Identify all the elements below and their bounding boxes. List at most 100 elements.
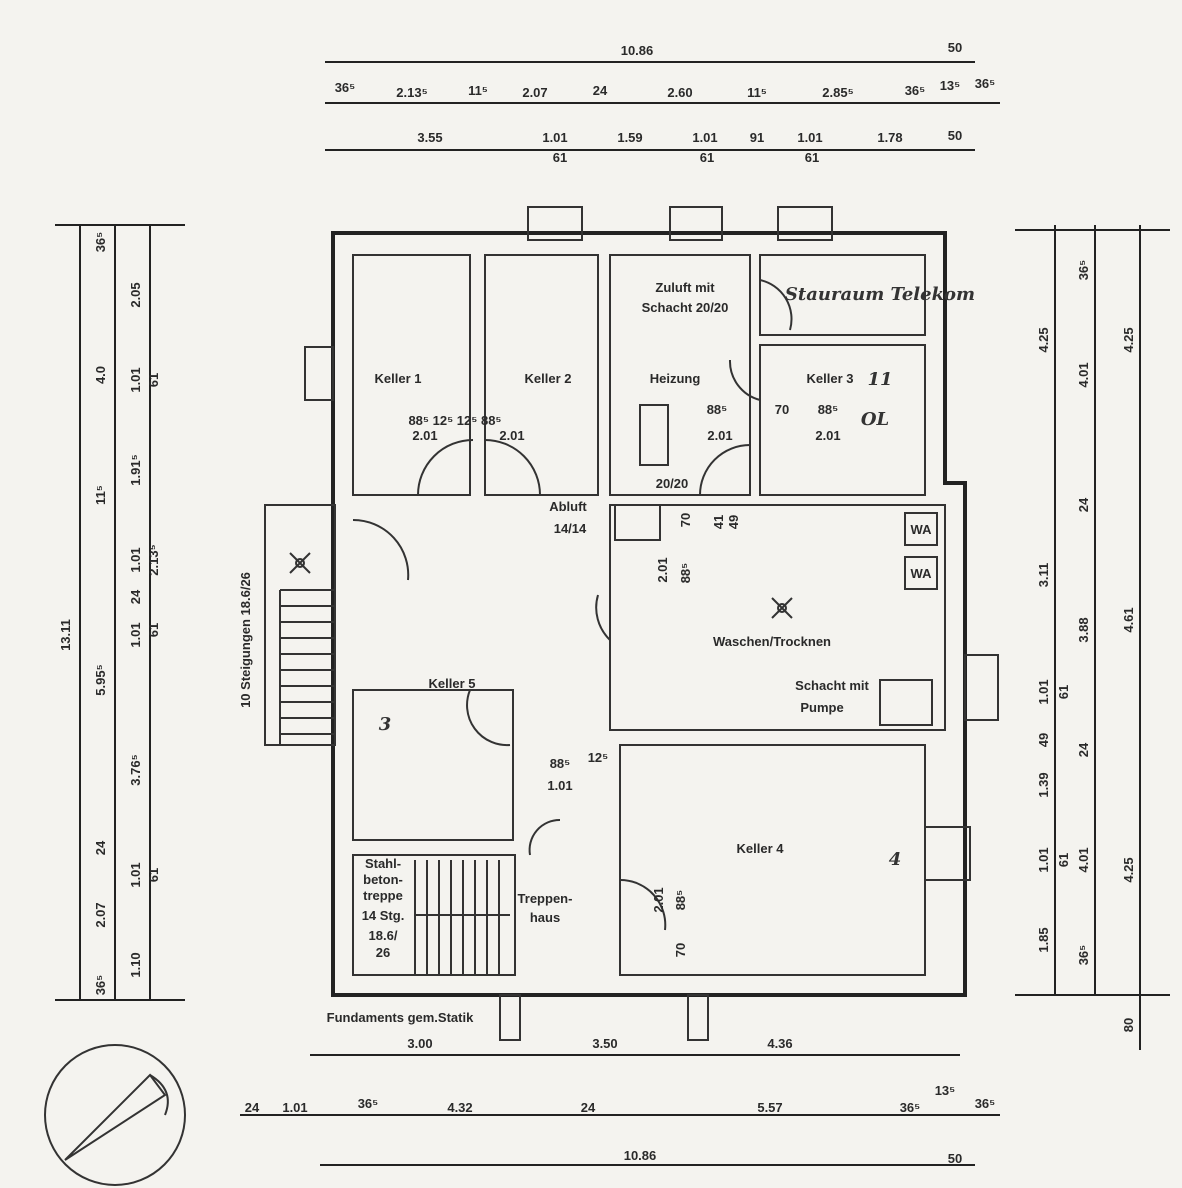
room-storage	[759, 254, 926, 336]
dimension-label: 5.57	[757, 1100, 782, 1115]
dimension-label: 36⁵	[1076, 945, 1091, 966]
dimension-label: 2.01	[499, 428, 524, 443]
dimension-label: 2.01	[655, 557, 670, 582]
room-label-keller1: Keller 1	[375, 371, 422, 386]
windows	[304, 206, 999, 1041]
dimension-label: 1.59	[617, 130, 642, 145]
room-label-stahl2: beton-	[363, 872, 403, 887]
dimension-label: 41	[711, 515, 726, 529]
handwritten-mark-4: 4	[889, 849, 902, 870]
room-label-fundament: Fundaments gem.Statik	[327, 1010, 474, 1025]
dimension-label: 3.50	[592, 1036, 617, 1051]
dimension-label: 1.01	[1036, 847, 1051, 872]
room-keller-3	[759, 344, 926, 496]
dimension-label: 11⁵	[468, 83, 488, 98]
dimension-label: 1.85	[1036, 927, 1051, 952]
dimension-label: 1.91⁵	[128, 454, 143, 485]
dimension-label: 88⁵	[550, 756, 571, 771]
dimension-label: 24	[245, 1100, 260, 1115]
room-keller-5	[352, 689, 514, 841]
outside-stair	[264, 504, 336, 746]
dimension-label: 2.13⁵	[396, 85, 427, 100]
handwritten-mark-11: 11	[867, 369, 892, 390]
room-label-stahl5: 18.6/	[369, 928, 398, 943]
room-label-zuluft2: Schacht 20/20	[642, 300, 729, 315]
dimension-label: 50	[948, 40, 962, 55]
dimension-label: 49	[726, 515, 741, 529]
dimension-label: 88⁵	[678, 563, 693, 584]
dimension-label: 4.0	[93, 366, 108, 384]
dimension-label: 2.01	[815, 428, 840, 443]
room-label-wa2: WA	[911, 566, 933, 581]
room-label-stahl6: 26	[376, 945, 390, 960]
dimension-label: 2.01	[651, 887, 666, 912]
dimension-label: 70	[673, 943, 688, 957]
dimension-label: 13⁵	[935, 1083, 956, 1098]
room-heizung	[609, 254, 751, 496]
room-keller-2	[484, 254, 599, 496]
dimension-label: 88⁵	[818, 402, 839, 417]
room-label-aussentreppe: 10 Steigungen 18.6/26	[238, 572, 253, 708]
dimension-label: 3.11	[1036, 563, 1051, 588]
room-label-treppenhaus1: Treppen-	[518, 891, 573, 906]
dimension-label: 1.01	[1036, 679, 1051, 704]
room-label-zuluft1: Zuluft mit	[655, 280, 715, 295]
dimension-label: 10.86	[621, 43, 654, 58]
dimension-label: 2.60	[667, 85, 692, 100]
dimension-label: 1.01	[128, 367, 143, 392]
washer-2	[904, 556, 938, 590]
room-label-waschen: Waschen/Trocknen	[713, 634, 831, 649]
dimension-label: 4.01	[1076, 362, 1091, 387]
dimension-label: 36⁵	[975, 76, 996, 91]
dimension-label: 2.01	[412, 428, 437, 443]
room-label-stahl4: 14 Stg.	[362, 908, 405, 923]
dimension-label: 4.25	[1036, 327, 1051, 352]
dimension-label: 4.61	[1121, 607, 1136, 632]
room-label-treppenhaus2: haus	[530, 910, 560, 925]
room-label-wa1: WA	[911, 522, 933, 537]
dimension-label: 2.07	[93, 902, 108, 927]
dimension-label: 61	[146, 373, 161, 387]
dimension-label: 50	[948, 128, 962, 143]
dimension-label: 1.01	[128, 622, 143, 647]
room-label-schacht1: Schacht mit	[795, 678, 869, 693]
dimension-label: 50	[948, 1151, 962, 1166]
dimension-label: 2.85⁵	[822, 85, 853, 100]
dimension-label: 61	[805, 150, 819, 165]
dimension-label: 88⁵	[707, 402, 728, 417]
dimension-label: 1.01	[797, 130, 822, 145]
room-label-keller4: Keller 4	[737, 841, 785, 856]
washer-1	[904, 512, 938, 546]
boiler	[639, 404, 669, 466]
dimension-label: 61	[146, 868, 161, 882]
dimension-label: 1.10	[128, 952, 143, 977]
dimension-label: 1.01	[282, 1100, 307, 1115]
dimension-label: 1.01	[547, 778, 572, 793]
handwritten-mark-ol: OL	[861, 409, 889, 430]
dimension-label: 2.01	[707, 428, 732, 443]
room-waschen	[609, 504, 946, 731]
dimension-label: 49	[1036, 733, 1051, 747]
room-label-kamin: 20/20	[656, 476, 689, 491]
dimension-label: 36⁵	[1076, 260, 1091, 281]
dimension-label: 1.01	[128, 547, 143, 572]
dimension-label: 24	[93, 840, 108, 855]
dimension-label: 1.01	[128, 862, 143, 887]
dimension-label: 4.25	[1121, 857, 1136, 882]
dimension-label: 1.78	[877, 130, 902, 145]
outer-wall	[331, 231, 967, 997]
dimension-label: 36⁵	[905, 83, 926, 98]
dimension-label: 24	[1076, 497, 1091, 512]
dimension-label: 3.00	[407, 1036, 432, 1051]
dimension-label: 11⁵	[93, 485, 108, 505]
room-label-abluft2: 14/14	[554, 521, 587, 536]
dimension-label: 2.07	[522, 85, 547, 100]
room-label-keller2: Keller 2	[525, 371, 572, 386]
dimension-label: 10.86	[624, 1148, 657, 1163]
dimension-label: 36⁵	[975, 1096, 996, 1111]
dimension-lines	[55, 61, 1170, 1166]
dimension-label: 1.01	[692, 130, 717, 145]
dimension-label: 24	[1076, 742, 1091, 757]
dimension-label: 61	[700, 150, 714, 165]
